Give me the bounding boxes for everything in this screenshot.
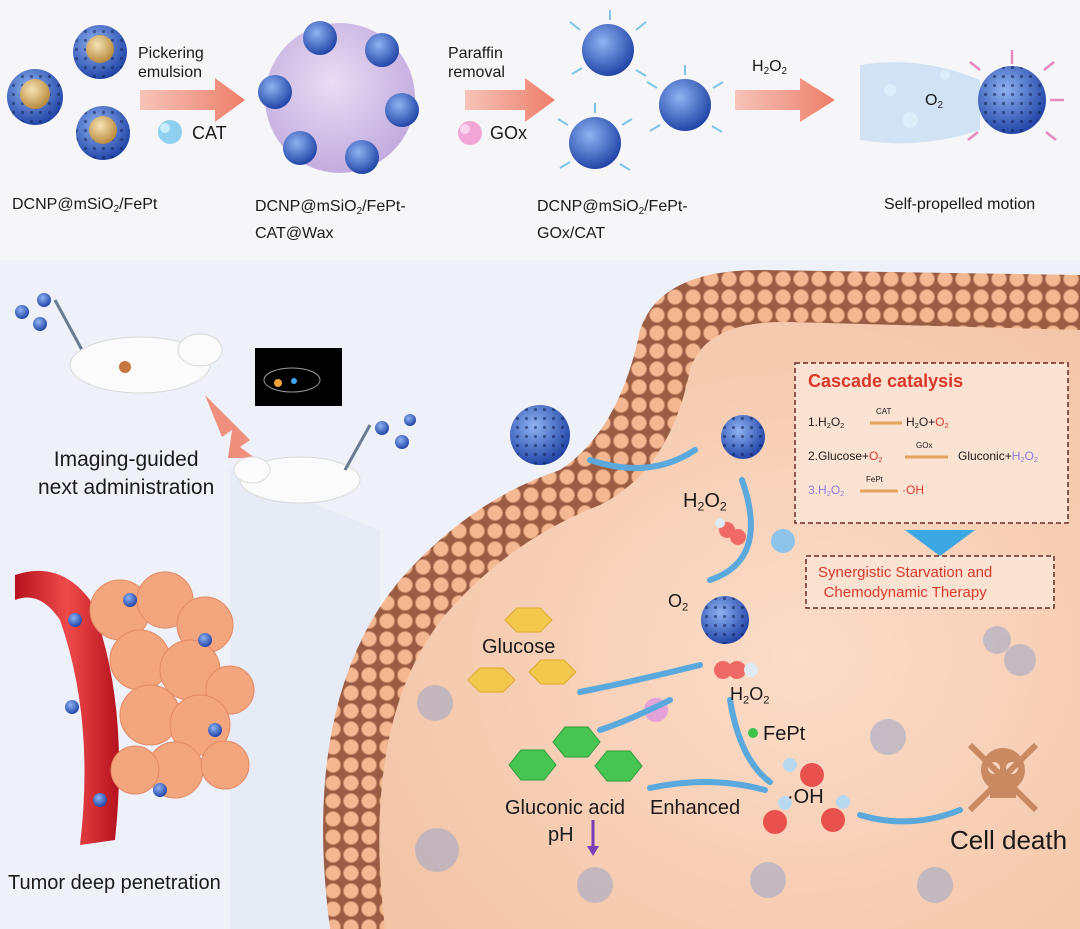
- enhanced-label: Enhanced: [650, 797, 741, 819]
- h2o2-molecule-2: [714, 661, 758, 679]
- o2-motion-label: O2: [925, 92, 943, 111]
- imaging-thumbnail: [255, 348, 342, 406]
- stage4-caption: Self-propelled motion: [884, 196, 1036, 213]
- tumor-penetration-label: Tumor deep penetration: [8, 872, 221, 894]
- wax-droplet-icon: [258, 21, 419, 174]
- reaction-2-enzyme: GOx: [916, 441, 933, 450]
- stage3-caption: DCNP@mSiO2/FePt-GOx/CAT: [537, 198, 688, 242]
- syringe-icon: [53, 299, 84, 351]
- core-shell-particle-group: [7, 25, 130, 160]
- cell-o2-label: O2: [668, 591, 689, 614]
- gox-label: GOx: [490, 123, 528, 143]
- h2o2-arrow-label: H2O2: [752, 58, 788, 77]
- hydroxyl-radicals: [763, 758, 850, 834]
- cascade-title: Cascade catalysis: [808, 371, 964, 391]
- stage1-caption: DCNP@mSiO2/FePt: [12, 196, 158, 215]
- ghost-motors: [415, 626, 1036, 903]
- ph-label: pH: [548, 824, 574, 846]
- reaction-3-product: ·OH: [902, 483, 924, 497]
- gox-enzyme-icon: [458, 121, 482, 145]
- skull-icon: [967, 742, 1039, 813]
- nanomotor-entering: [510, 405, 570, 465]
- reaction-1: 1.H2O2: [808, 415, 845, 431]
- gluconic-acid-hexagons: [508, 726, 643, 782]
- cell-h2o2-label-b: H2O2: [730, 684, 770, 707]
- pink-arrow-down: [205, 395, 255, 458]
- gluconic-acid-label: Gluconic acid: [505, 797, 626, 819]
- loaded-nanomotor-group: [569, 24, 711, 169]
- nanomotor-inside-1: [721, 415, 765, 459]
- therapy-box: [805, 555, 1055, 609]
- cat-enzyme-icon: [158, 120, 182, 144]
- syringe-icon-2: [343, 424, 372, 471]
- imaging-guided-label: Imaging-guided next administration: [38, 448, 215, 499]
- glucose-label: Glucose: [482, 636, 556, 658]
- cell-h2o2-label-a: H2O2: [683, 490, 727, 514]
- tumor-cluster-icon: [89, 571, 255, 799]
- cat-enzyme-cell: [771, 529, 795, 553]
- cat-label: CAT: [192, 123, 227, 143]
- blood-vessel-icon: [15, 570, 120, 845]
- self-propelled-motor-icon: [860, 50, 1064, 144]
- mouse-icon-2: [233, 456, 361, 504]
- fept-dot-icon: [748, 728, 758, 738]
- glucose-hexagons: [467, 607, 577, 693]
- reaction-2: 2.Glucose+O2: [808, 449, 883, 465]
- reaction-1-enzyme: CAT: [876, 407, 892, 416]
- nanomotor-inside-2: [701, 596, 749, 644]
- mouse-icon-1: [69, 333, 223, 394]
- process-arrow-3: [735, 78, 835, 122]
- down-chevron-icon: [905, 530, 975, 556]
- reaction-1-product: H2O+O2: [906, 415, 949, 431]
- fept-label: FePt: [763, 723, 806, 745]
- h2o2-molecule-1: [715, 518, 746, 545]
- reaction-3: 3.H2O2: [808, 483, 845, 499]
- process-arrow-2: [465, 78, 555, 122]
- process-arrow-1: [140, 78, 245, 122]
- hydroxyl-label: ·OH: [787, 786, 824, 808]
- stage2-caption: DCNP@mSiO2/FePt-CAT@Wax: [255, 198, 406, 242]
- cell-death-label: Cell death: [950, 825, 1068, 855]
- therapy-label: Synergistic Starvation and Chemodynamic …: [818, 564, 993, 601]
- pickering-label: Pickering emulsion: [138, 45, 204, 81]
- reaction-3-enzyme: FePt: [866, 475, 883, 484]
- process-arrows-cell: [577, 447, 963, 825]
- paraffin-label: Paraffin removal: [448, 45, 505, 81]
- reaction-2-product: Gluconic+H2O2: [958, 449, 1038, 465]
- injection-particles-icon: [15, 293, 51, 331]
- cascade-box: [794, 362, 1069, 524]
